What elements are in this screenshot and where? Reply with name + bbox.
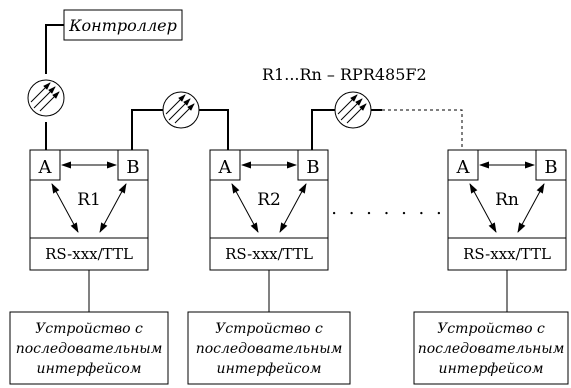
device-line-3: интерфейсом [217,361,322,377]
repeater-rn: A B Rn RS-xxx/TTL [447,149,567,271]
device-line-1: Устройство с [215,321,323,337]
isolator-symbol-3 [334,91,372,129]
port-b-label: B [306,157,319,178]
device-line-1: Устройство с [35,321,143,337]
port-b-label: B [126,157,139,178]
repeater-name: R1 [77,190,101,210]
controller-box: Контроллер [63,9,183,41]
interface-label: RS-xxx/TTL [463,245,551,263]
controller-label: Контроллер [68,16,177,35]
device-box-3: Устройство с последовательным интерфейсо… [413,311,569,385]
device-line-1: Устройство с [437,321,545,337]
ellipsis-dots: . . . . . . . [331,198,444,219]
isolator-symbol-2 [162,91,200,129]
bus-controller-top [45,24,64,74]
device-line-3: интерфейсом [439,361,544,377]
repeater-name: Rn [495,190,519,210]
repeater-r2: A B R2 RS-xxx/TTL [209,149,329,271]
device-box-2: Устройство с последовательным интерфейсо… [187,311,351,385]
repeater-r1: A B R1 RS-xxx/TTL [29,149,149,271]
device-line-2: последовательным [16,341,163,357]
device-line-2: последовательным [196,341,343,357]
bus-r1-right [199,109,229,150]
device-line-2: последовательным [418,341,565,357]
interface-label: RS-xxx/TTL [45,245,133,263]
port-a-label: A [218,157,233,178]
repeater-name: R2 [257,190,281,210]
port-a-label: A [38,157,53,178]
bus-r1-left [131,109,163,150]
interface-label: RS-xxx/TTL [225,245,313,263]
port-b-label: B [544,157,557,178]
bus-r2-left [311,109,335,150]
legend-text: R1...Rn – RPR485F2 [262,65,427,84]
port-a-label: A [456,157,471,178]
isolator-symbol-1 [27,79,65,117]
device-line-3: интерфейсом [37,361,142,377]
bus-rn-dashed [382,109,463,150]
device-box-1: Устройство с последовательным интерфейсо… [9,311,169,385]
